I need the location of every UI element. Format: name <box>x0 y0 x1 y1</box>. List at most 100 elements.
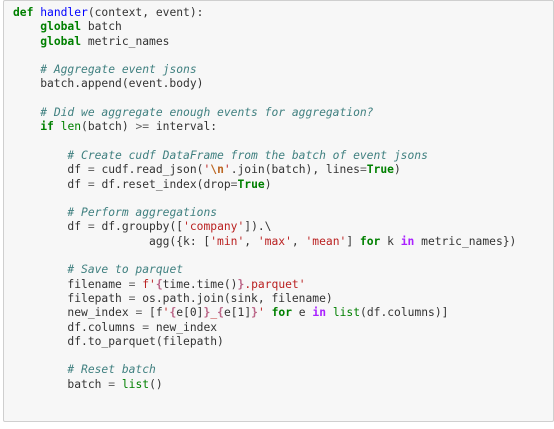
code-token: global <box>40 34 82 48</box>
code-token: = <box>87 177 95 191</box>
code-token: (context, event): <box>87 6 204 19</box>
code-token: 'mean' <box>305 234 347 248</box>
code-token: = <box>230 177 238 191</box>
code-line: def handler(context, event): <box>13 6 516 20</box>
code-line: df = cudf.read_json('\n'.join(batch), li… <box>13 163 516 177</box>
code-token: ) <box>264 177 272 191</box>
code-token: >= <box>135 120 150 134</box>
code-token: = <box>108 377 116 391</box>
code-line <box>13 92 516 106</box>
code-block[interactable]: def handler(context, event): global batc… <box>13 6 516 392</box>
code-token: = <box>87 163 95 177</box>
code-token: # Did we aggregate enough events for agg… <box>40 106 374 120</box>
code-token: = <box>128 277 136 291</box>
code-token: ]).\ <box>244 220 272 234</box>
code-token: for <box>271 306 292 320</box>
code-token: ] <box>346 234 360 248</box>
code-token: () <box>149 377 163 391</box>
code-token <box>13 106 40 119</box>
code-token: agg({k: [ <box>13 234 211 248</box>
code-token: cudf.read_json( <box>94 163 204 177</box>
code-line: df = df.groupby(['company']).\ <box>13 220 516 234</box>
code-token: for <box>359 234 381 248</box>
code-line: # Perform aggregations <box>13 206 516 220</box>
code-token: df.columns <box>13 320 143 334</box>
code-token <box>13 35 40 48</box>
code-token: } <box>203 306 211 320</box>
code-token <box>115 378 122 391</box>
code-token: , <box>244 234 258 248</box>
code-token: .join(batch), lines <box>230 163 360 177</box>
code-line: new_index = [f'{e[0]}_{e[1]}' for e in l… <box>13 306 516 320</box>
code-token: { <box>169 306 177 320</box>
code-token: list <box>121 377 150 391</box>
code-token <box>13 149 67 162</box>
code-token <box>326 306 333 319</box>
code-token: e <box>292 306 313 320</box>
code-token: { <box>217 306 224 320</box>
code-token: df.groupby([ <box>94 220 184 234</box>
code-token: def <box>13 6 34 19</box>
code-line: # Create cudf DataFrame from the batch o… <box>13 149 516 163</box>
code-token <box>13 263 67 276</box>
code-token <box>13 363 67 376</box>
code-line <box>13 249 516 263</box>
code-token: = <box>87 220 95 234</box>
code-token: , <box>291 234 306 248</box>
code-line: agg({k: ['min', 'max', 'mean'] for k in … <box>13 235 516 249</box>
code-token: metric_names <box>81 34 170 48</box>
code-token: 'min' <box>210 234 245 248</box>
code-token: # Perform aggregations <box>67 206 218 220</box>
code-token <box>13 120 40 133</box>
code-token: df <box>13 220 88 234</box>
code-line: batch = list() <box>13 378 516 392</box>
code-token: (batch) <box>81 120 136 134</box>
code-line <box>13 135 516 149</box>
code-token: if <box>40 120 54 134</box>
code-token: = <box>142 320 150 334</box>
code-token: list <box>332 306 361 320</box>
code-line: # Did we aggregate enough events for agg… <box>13 106 516 120</box>
code-token: in <box>312 306 327 320</box>
code-token: in <box>400 234 415 248</box>
code-token: metric_names}) <box>414 234 517 248</box>
code-token: = <box>135 306 143 320</box>
code-token: } <box>237 277 245 291</box>
code-token: = <box>359 163 367 177</box>
code-token: batch <box>81 20 122 34</box>
code-token: df <box>13 163 88 177</box>
code-token: f' <box>142 277 156 291</box>
code-token: } <box>251 306 258 320</box>
code-token: # Save to parquet <box>67 263 184 277</box>
code-token: batch <box>13 377 109 391</box>
code-token: # Aggregate event jsons <box>40 63 197 77</box>
code-token: True <box>366 163 394 177</box>
code-token: batch.append(event.body) <box>13 77 204 91</box>
code-token: (df.columns)] <box>360 306 449 320</box>
code-line: df = df.reset_index(drop=True) <box>13 178 516 192</box>
code-line: filepath = os.path.join(sink, filename) <box>13 292 516 306</box>
code-line: filename = f'{time.time()}.parquet' <box>13 278 516 292</box>
code-token: ' <box>257 306 265 320</box>
code-token: len <box>60 120 82 134</box>
code-line <box>13 349 516 363</box>
code-line: global batch <box>13 20 516 34</box>
code-token: filename <box>13 277 129 291</box>
code-token: True <box>237 177 265 191</box>
code-token: df <box>13 177 88 191</box>
code-token: [f <box>142 306 163 320</box>
code-token <box>13 206 67 219</box>
code-token: _ <box>210 306 218 320</box>
code-line <box>13 49 516 63</box>
code-token: = <box>128 291 136 305</box>
code-token: df.to_parquet(filepath) <box>13 334 224 348</box>
code-cell[interactable]: def handler(context, event): global batc… <box>3 0 554 422</box>
code-token: e[1] <box>223 306 252 320</box>
code-token: interval: <box>149 120 218 134</box>
code-token: e[0] <box>176 306 204 320</box>
code-token: global <box>40 20 82 34</box>
code-token: 'max' <box>257 234 292 248</box>
code-line: global metric_names <box>13 35 516 49</box>
code-token: new_index <box>149 320 218 334</box>
code-token: df.reset_index(drop <box>94 177 231 191</box>
